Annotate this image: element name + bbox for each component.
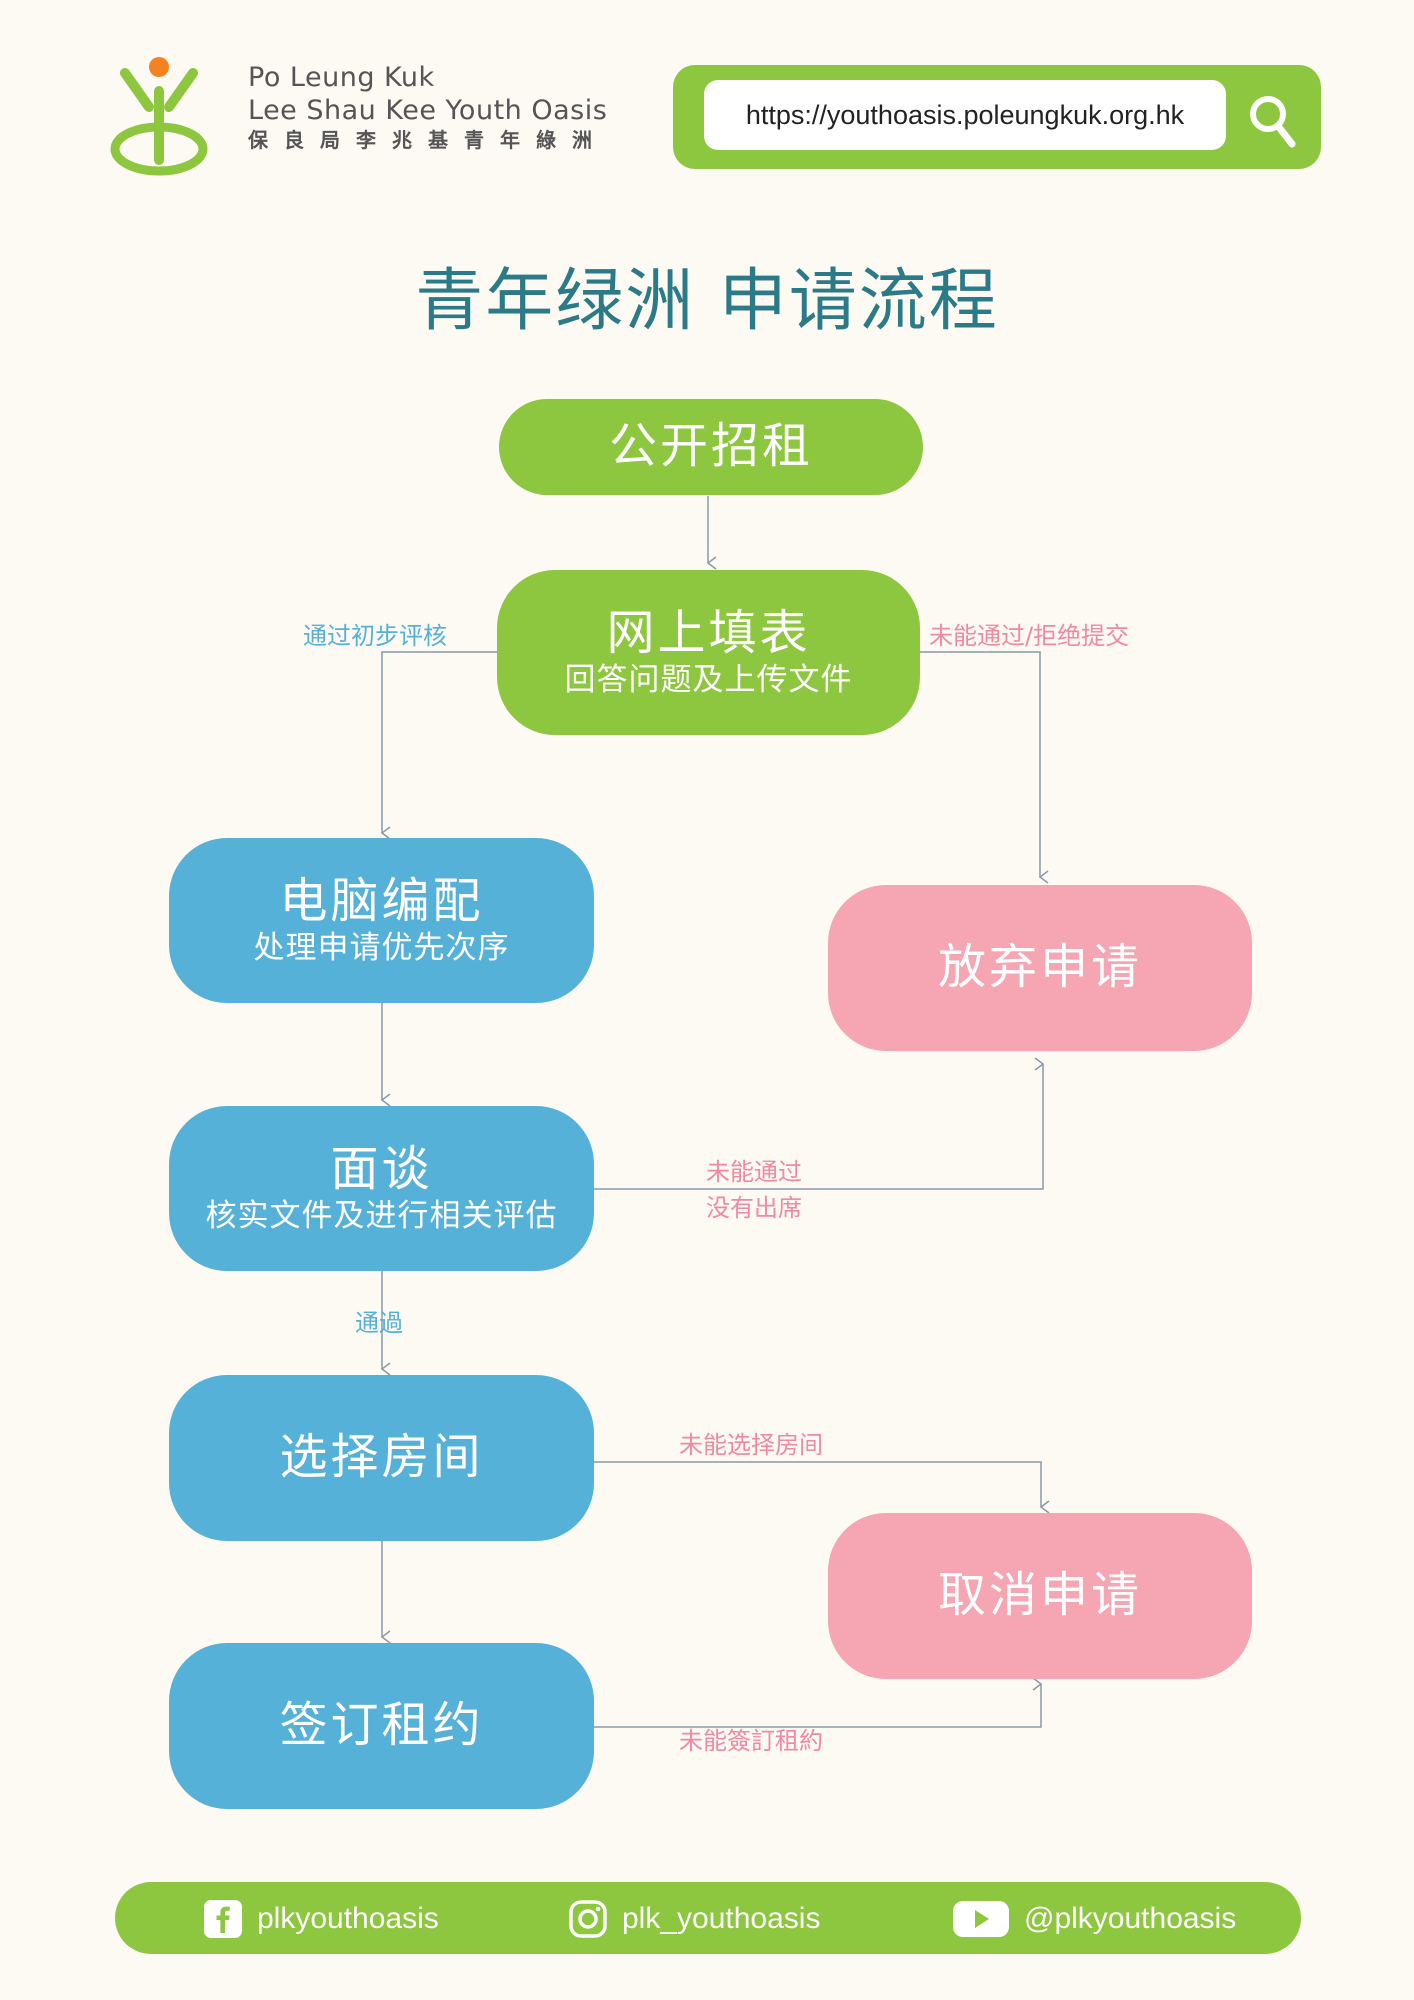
edge-label-fail-reject: 未能通过/拒绝提交	[929, 622, 1130, 650]
node-cancel-application-title: 取消申请	[937, 1567, 1142, 1624]
edge-label-pass: 通過	[355, 1309, 403, 1337]
edge-online-to-abandon	[920, 651, 1049, 884]
node-sign-lease-title: 签订租约	[279, 1697, 484, 1754]
node-sign-lease: 签订租约	[169, 1643, 594, 1809]
node-open-tender: 公开招租	[499, 399, 923, 495]
edge-label-fail-interview-1: 未能通过	[706, 1158, 802, 1186]
instagram-handle: plk_youthoasis	[622, 1902, 821, 1935]
edge-label-pass-initial: 通过初步评核	[303, 622, 447, 650]
edge-label-fail-interview-2: 没有出席	[706, 1194, 802, 1222]
node-select-room-title: 选择房间	[279, 1429, 484, 1486]
edge-online-to-computer	[380, 651, 497, 840]
node-cancel-application: 取消申请	[828, 1513, 1252, 1679]
youtube-link[interactable]: @plkyouthoasis	[952, 1898, 1236, 1940]
edge-lease-to-cancel	[594, 1677, 1043, 1728]
org-name: Po Leung Kuk Lee Shau Kee Youth Oasis 保良…	[248, 64, 608, 150]
page-title: 青年绿洲 申请流程	[415, 262, 999, 341]
node-computer-allocation-title: 电脑编配	[279, 872, 484, 929]
node-open-tender-title: 公开招租	[608, 418, 813, 475]
node-online-form-sub: 回答问题及上传文件	[564, 661, 853, 698]
facebook-handle: plkyouthoasis	[257, 1902, 439, 1935]
node-interview-sub: 核实文件及进行相关评估	[205, 1197, 558, 1234]
social-footer	[115, 1882, 1301, 1954]
edge-room-to-cancel	[594, 1461, 1050, 1514]
edge-interview-to-abandon	[594, 1057, 1045, 1190]
node-online-form: 网上填表 回答问题及上传文件	[497, 570, 920, 735]
node-computer-allocation: 电脑编配 处理申请优先次序	[169, 838, 594, 1003]
search-icon[interactable]	[1248, 92, 1298, 150]
youtube-handle: @plkyouthoasis	[1024, 1902, 1237, 1935]
node-abandon-application: 放弃申请	[828, 885, 1252, 1051]
edge-label-fail-room: 未能选择房间	[679, 1431, 823, 1459]
node-computer-allocation-sub: 处理申请优先次序	[253, 929, 510, 966]
edge-label-fail-lease: 未能簽訂租約	[679, 1727, 823, 1755]
org-name-en-2: Lee Shau Kee Youth Oasis	[248, 95, 608, 126]
facebook-link[interactable]: plkyouthoasis	[203, 1898, 439, 1940]
logo-icon	[110, 57, 208, 176]
org-name-en-1: Po Leung Kuk	[248, 62, 435, 93]
instagram-icon	[569, 1900, 607, 1938]
instagram-link[interactable]: plk_youthoasis	[568, 1898, 820, 1940]
node-online-form-title: 网上填表	[606, 604, 811, 661]
url-field[interactable]: https://youthoasis.poleungkuk.org.hk	[704, 80, 1226, 150]
node-select-room: 选择房间	[169, 1375, 594, 1541]
node-interview-title: 面谈	[330, 1140, 433, 1197]
youtube-icon	[953, 1901, 1009, 1937]
facebook-icon	[204, 1900, 242, 1938]
node-interview: 面谈 核实文件及进行相关评估	[169, 1106, 594, 1271]
org-name-cn: 保良局李兆基青年綠洲	[248, 128, 608, 152]
node-abandon-application-title: 放弃申请	[937, 939, 1142, 996]
